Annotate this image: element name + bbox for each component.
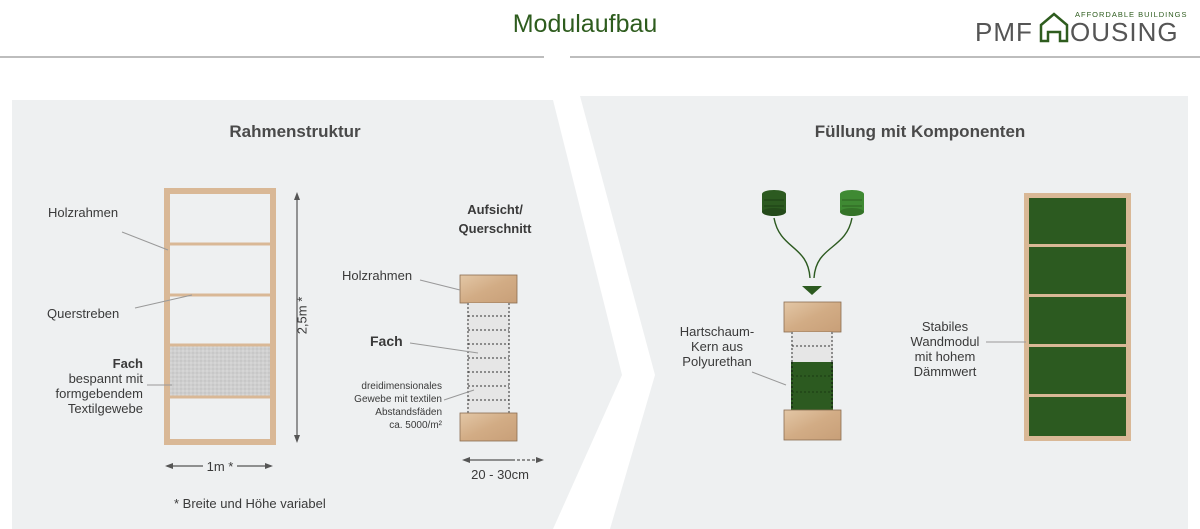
- section-width-arrow: [462, 457, 544, 463]
- fabric-line4: ca. 5000/m²: [389, 420, 442, 431]
- label-holzrahmen: Holzrahmen: [48, 205, 119, 220]
- company-logo: AFFORDABLE BUILDINGS PMF OUSING: [975, 8, 1197, 47]
- core-line1: Hartschaum-: [679, 324, 755, 339]
- wood-block-bottom: [459, 412, 518, 442]
- filled-wall-module: [1024, 193, 1131, 441]
- fabric-line2: Gewebe mit textilen: [354, 394, 442, 405]
- height-dimension-arrow: [294, 192, 300, 443]
- cross-section-title-line2: Querschnitt: [458, 221, 532, 236]
- module-line3: mit hohem: [914, 349, 976, 364]
- width-dimension-label: 1m *: [206, 459, 234, 474]
- label-fach-line1: bespannt mit: [68, 371, 143, 386]
- header-divider-left: [0, 56, 544, 58]
- height-dimension-label: 2,5m *: [294, 296, 310, 335]
- component-light-green-icon: [840, 190, 864, 216]
- label-fach-title: Fach: [112, 356, 143, 371]
- label-fach-line3: Textilgewebe: [67, 401, 143, 416]
- module-description: Stabiles Wandmodul mit hohem Dämmwert: [900, 319, 990, 379]
- cross-section-fach-label: Fach: [370, 333, 403, 349]
- logo-brand-right: OUSING: [1070, 17, 1179, 46]
- fabric-line1: dreidimensionales: [361, 381, 442, 392]
- width-dimension-arrow: [165, 463, 273, 469]
- cross-section: [459, 274, 518, 442]
- section-width-label: 20 - 30cm: [471, 467, 529, 482]
- label-fach-group: Fach bespannt mit formgebendem Textilgew…: [40, 356, 143, 416]
- left-panel-title: Rahmenstruktur: [229, 122, 361, 141]
- wood-block-top: [459, 274, 518, 304]
- cross-section-title: Aufsicht/ Querschnitt: [440, 200, 550, 238]
- logo-tagline: AFFORDABLE BUILDINGS: [1075, 10, 1188, 19]
- filled-cross-section: [783, 301, 842, 441]
- label-querstreben: Querstreben: [47, 306, 120, 321]
- page-title: Modulaufbau: [512, 10, 658, 38]
- cross-section-holzrahmen-label: Holzrahmen: [342, 268, 413, 283]
- fabric-panel: [170, 345, 270, 397]
- module-line4: Dämmwert: [913, 364, 977, 379]
- logo-brand-left: PMF: [975, 17, 1033, 46]
- core-description: Hartschaum- Kern aus Polyurethan: [672, 324, 762, 369]
- footnote: * Breite und Höhe variabel: [174, 496, 326, 511]
- house-icon: [1039, 12, 1069, 43]
- fabric-line3: Abstandsfäden: [375, 407, 442, 418]
- header-divider-right: [570, 56, 1200, 58]
- core-line3: Polyurethan: [682, 354, 752, 369]
- core-line2: Kern aus: [690, 339, 744, 354]
- module-line1: Stabiles: [921, 319, 969, 334]
- wood-frame: [164, 188, 276, 445]
- fabric-description: dreidimensionales Gewebe mit textilen Ab…: [332, 380, 442, 432]
- component-dark-green-icon: [762, 190, 786, 216]
- label-fach-line2: formgebendem: [55, 386, 143, 401]
- cross-section-title-line1: Aufsicht/: [467, 202, 523, 217]
- module-line2: Wandmodul: [910, 334, 980, 349]
- down-arrow-icon: [802, 286, 822, 295]
- right-panel-title: Füllung mit Komponenten: [814, 122, 1026, 141]
